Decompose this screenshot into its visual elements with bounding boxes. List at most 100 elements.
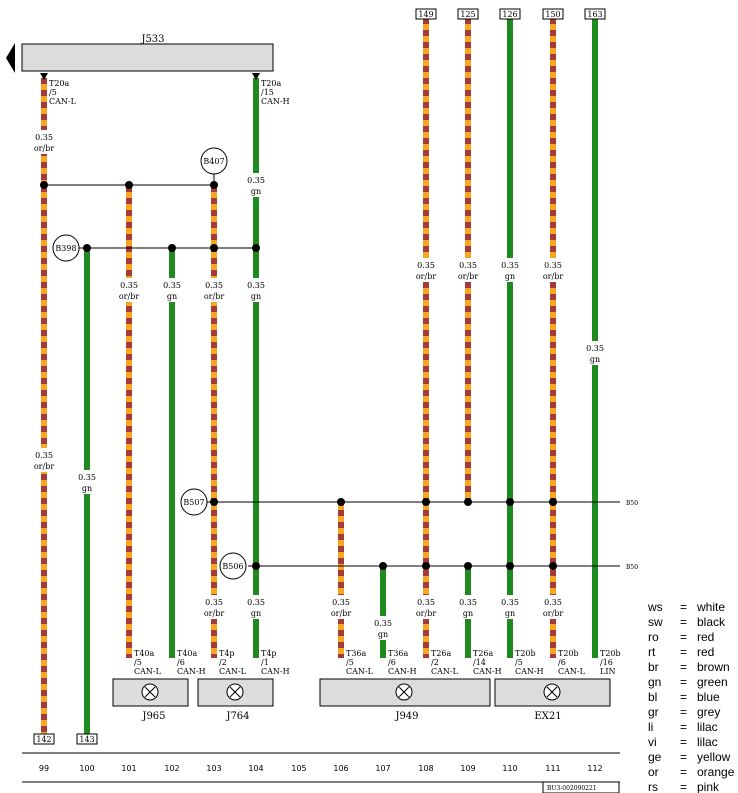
top-refs: 149 125 126 150 163: [415, 8, 606, 20]
column-number: 99: [39, 764, 49, 773]
legend-code: vi: [648, 735, 657, 749]
junction-dot: [379, 562, 387, 570]
junction-dot: [549, 498, 557, 506]
bottom-ref-label: 142: [36, 735, 51, 744]
column-number: 103: [206, 764, 221, 773]
pin-signal: CAN-H: [261, 97, 290, 106]
connector-num: /5: [134, 658, 142, 667]
column-number: 101: [121, 764, 136, 773]
ground-symbol-icon: [226, 683, 244, 701]
splice-b506-label: B506: [222, 562, 243, 571]
legend-code: ws: [647, 600, 663, 614]
legend-eq: =: [680, 600, 687, 614]
legend-code: bl: [648, 690, 657, 704]
column-number: 107: [375, 764, 390, 773]
wire-size: 0.35: [247, 598, 265, 607]
wire-size: 0.35: [417, 261, 435, 270]
junction-dot: [252, 244, 260, 252]
wire-color: or/br: [331, 609, 351, 618]
pin-label: T20a: [261, 79, 282, 88]
connector-sig: CAN-L: [431, 667, 459, 676]
junction-dot: [210, 244, 218, 252]
wire-size: 0.35: [247, 281, 265, 290]
splice-b507: B507: [180, 488, 208, 516]
legend-code: sw: [648, 615, 663, 629]
wire-103: [211, 185, 217, 658]
wire-size: 0.35: [35, 451, 53, 460]
connector-pin: T36a: [346, 649, 367, 658]
wire-112: [592, 18, 598, 658]
wire-color: gn: [378, 630, 388, 639]
wire-size: 0.35: [205, 598, 223, 607]
connector-labels: T40a /5 CAN-L T40a /6 CAN-H T4p /2 CAN-L…: [134, 649, 621, 676]
wire-size: 0.35: [501, 261, 519, 270]
wire-110: [507, 18, 513, 658]
top-ref-label: 150: [545, 10, 560, 19]
splice-b407: B407: [200, 147, 228, 175]
wire-size: 0.35: [374, 619, 392, 628]
connector-num: /14: [473, 658, 486, 667]
wire-color: gn: [251, 187, 261, 196]
connector-pin: T40a: [134, 649, 155, 658]
splices: B407 B398 B507 B506 B50 B50: [52, 147, 638, 580]
legend-code: li: [648, 720, 653, 734]
module-j764-label: J764: [225, 711, 249, 722]
wire-color: or/br: [204, 292, 224, 301]
colour-legend: ws = white sw = black ro = red rt = red …: [647, 600, 735, 793]
connector-num: /2: [219, 658, 227, 667]
bottom-refs: 142 143: [33, 733, 98, 745]
legend-name: red: [697, 645, 714, 659]
top-ref-box: 125: [457, 8, 479, 20]
legend-eq: =: [680, 750, 687, 764]
connector-sig: CAN-L: [134, 667, 162, 676]
wire-color: or/br: [458, 272, 478, 281]
top-ref-box: 163: [584, 8, 606, 20]
doc-number: BU3-002090221: [547, 785, 597, 792]
junction-dot: [422, 562, 430, 570]
wire-size: 0.35: [459, 261, 477, 270]
legend-eq: =: [680, 690, 687, 704]
bus-tag-b507: B50: [626, 500, 638, 507]
wire-color: or/br: [543, 272, 563, 281]
legend-eq: =: [680, 645, 687, 659]
junction-dot: [125, 181, 133, 189]
column-number: 106: [333, 764, 348, 773]
ground-symbol-icon: [543, 683, 561, 701]
legend-name: grey: [697, 705, 720, 719]
wire-size: 0.35: [586, 344, 604, 353]
bottom-ref-box: 143: [76, 733, 98, 745]
top-ref-box: 150: [542, 8, 564, 20]
connector-sig: CAN-H: [473, 667, 502, 676]
bottom-ref-box: 142: [33, 733, 55, 745]
j533-box: [21, 43, 274, 72]
pin-signal: CAN-L: [49, 97, 77, 106]
splice-b398: B398: [52, 234, 80, 262]
splice-b507-label: B507: [183, 498, 204, 507]
connector-sig: CAN-L: [219, 667, 247, 676]
column-strip: 99 100 101 102 103 104 105 106 107 108 1…: [22, 752, 620, 793]
pin-arrow-icon: [252, 73, 260, 80]
legend-name: green: [697, 675, 728, 689]
bottom-modules: J965 J764 J949 EX21: [112, 678, 611, 722]
wire-size: 0.35: [35, 133, 53, 142]
connector-pin: T36a: [388, 649, 409, 658]
ground-symbol-icon: [141, 683, 159, 701]
legend-name: lilac: [697, 735, 718, 749]
junction-dot: [506, 498, 514, 506]
bottom-ref-label: 143: [79, 735, 94, 744]
connector-pin: T20b: [515, 649, 536, 658]
legend-eq: =: [680, 615, 687, 629]
junction-dot: [549, 562, 557, 570]
legend-eq: =: [680, 780, 687, 793]
connector-sig: CAN-H: [515, 667, 544, 676]
legend-name: red: [697, 630, 714, 644]
legend-eq: =: [680, 720, 687, 734]
wire-size: 0.35: [205, 281, 223, 290]
junction-dot: [464, 562, 472, 570]
connector-num: /6: [388, 658, 396, 667]
connector-num: /5: [515, 658, 523, 667]
legend-code: br: [648, 660, 659, 674]
junction-dot: [168, 244, 176, 252]
junction-dot: [252, 562, 260, 570]
pin-number: /15: [261, 88, 274, 97]
